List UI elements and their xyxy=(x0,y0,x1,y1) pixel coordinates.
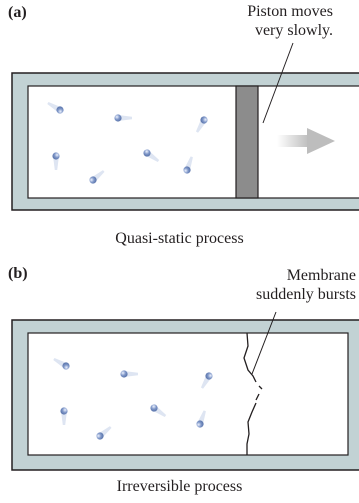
piston xyxy=(235,85,259,199)
molecule xyxy=(47,101,64,114)
panel-b-annotation: Membrane suddenly bursts xyxy=(256,266,356,304)
panel-a-label: (a) xyxy=(8,4,27,21)
molecule xyxy=(53,357,70,370)
annotation-leader-b xyxy=(251,311,277,375)
molecule xyxy=(150,404,167,418)
molecules-a xyxy=(47,101,208,184)
molecule xyxy=(120,370,138,378)
molecule xyxy=(52,152,60,170)
panel-a-annotation-line2: very slowly. xyxy=(254,22,333,39)
panel-a-caption: Quasi-static process xyxy=(115,230,244,247)
panel-b-caption: Irreversible process xyxy=(116,478,243,495)
molecules-b xyxy=(53,357,213,440)
molecule xyxy=(114,114,132,122)
molecule xyxy=(96,426,112,440)
molecule xyxy=(60,407,68,425)
right-arrow-icon xyxy=(277,128,335,154)
panel-b-label: (b) xyxy=(8,265,28,282)
panel-b-annotation-line2: suddenly bursts xyxy=(256,286,356,303)
molecule xyxy=(143,149,160,163)
panel-a-annotation: Piston moves very slowly. xyxy=(247,2,333,40)
panel-b-annotation-line1: Membrane xyxy=(286,267,356,284)
molecule xyxy=(89,170,105,184)
molecule xyxy=(200,372,213,389)
annotation-leader-a xyxy=(262,42,294,124)
molecule xyxy=(195,116,208,133)
molecule xyxy=(183,156,193,174)
burst-membrane xyxy=(243,332,263,455)
cylinder-b xyxy=(11,319,359,471)
molecule xyxy=(196,410,206,428)
cylinder-a xyxy=(11,72,359,211)
panel-a-annotation-line1: Piston moves xyxy=(247,3,333,20)
